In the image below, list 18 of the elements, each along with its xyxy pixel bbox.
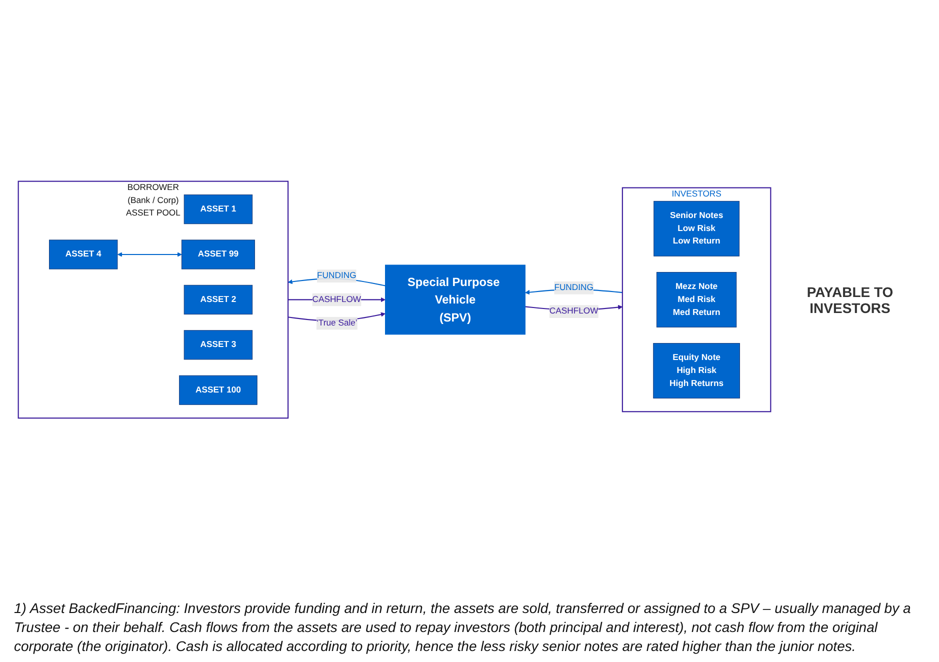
note-text: PAYABLE TO INVESTORS (806, 284, 894, 316)
arrow (117, 252, 182, 257)
node-box: Equity Note High Risk High Returns (653, 342, 740, 398)
edge-label: FUNDING (317, 271, 356, 280)
node-box: ASSET 100 (179, 375, 258, 405)
node-box: ASSET 4 (49, 240, 118, 270)
node-box: Senior Notes Low Risk Low Return (654, 200, 740, 256)
node-box: ASSET 3 (184, 330, 253, 360)
edge-label: FUNDING (554, 282, 594, 292)
node-box: ASSET 99 (181, 240, 255, 270)
edge-label: CASHFLOW (312, 294, 362, 304)
caption: 1) Asset BackedFinancing: Investors provide funding and in return, the assets are sold, transferred or assigned to a SPV – usually managed by a Trustee - on their behalf. Cash flows from the assets are used to repay investors (both principal and interest), not cash flow from the original corporate (the originator). Cash is allocated according to priority, hence the less risky senior notes are rated higher than the junior notes. (14, 599, 912, 656)
node-box: Mezz Note Med Risk Med Return (656, 272, 737, 328)
node-box: Special Purpose Vehicle (SPV) (385, 264, 526, 335)
node-box: ASSET 1 (184, 194, 253, 224)
edge-label: CASHFLOW (549, 306, 598, 316)
edge-label: ‘True Sale’ (316, 318, 358, 328)
node-box: ASSET 2 (184, 284, 253, 314)
